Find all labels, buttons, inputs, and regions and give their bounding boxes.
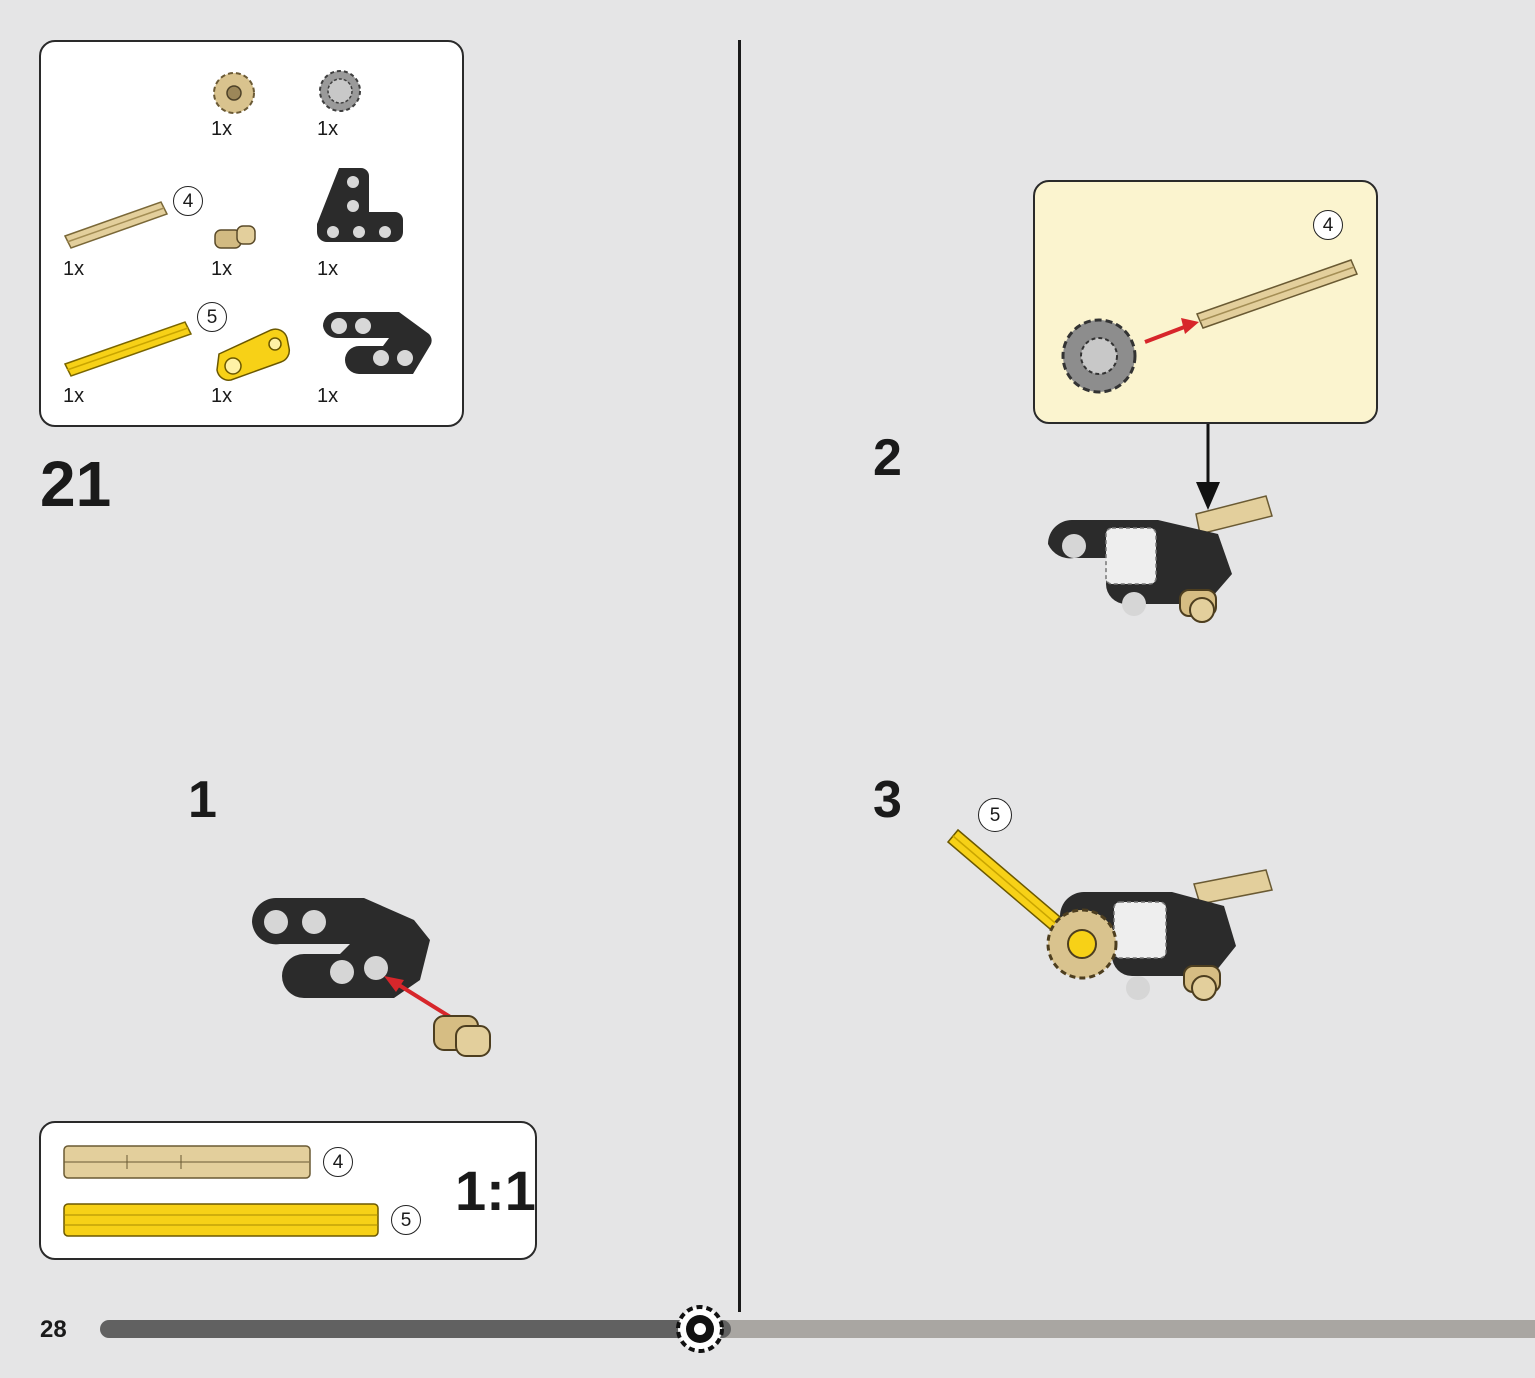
progress-fill [100,1320,731,1338]
substep-1-assembly [252,898,491,1057]
tan-gear-qty: 1x [211,118,233,140]
tan-axle-4-icon [63,201,169,249]
page-number: 28 [40,1316,67,1343]
tan-axle-qty: 1x [63,258,85,280]
axle-length-5-badge: 5 [197,302,227,332]
parts-list-box: 1x 1x 4 1x 1x 1x 5 1x 1x 1x [39,40,464,427]
scale-ratio: 1:1 [455,1159,536,1222]
substep-3-length-5-badge: 5 [978,798,1012,832]
gray-gear-icon [319,70,361,112]
substep-2-assembly [1048,424,1273,623]
yellow-axle-qty: 1x [63,385,85,407]
substep-1-label: 1 [188,771,217,829]
tan-pin-icon [214,225,256,249]
black-t-beam-icon [317,168,403,242]
tan-axle-scale [63,1145,311,1179]
scale-length-4-badge: 4 [323,1147,353,1177]
tan-gear-icon [213,72,255,114]
yellow-axle-5-icon [63,321,193,377]
gray-gear-qty: 1x [317,118,339,140]
substep-3-label: 3 [873,771,902,829]
black-bent-beam-icon [323,312,432,374]
callout-assembly [1061,259,1359,394]
gear-progress-icon [676,1305,724,1353]
substep-3-assembly [946,828,1273,1001]
yellow-axle-scale [63,1203,379,1237]
page-divider [738,40,741,1312]
callout-box: 4 [1033,180,1378,424]
tan-pin-qty: 1x [211,258,233,280]
scale-length-5-badge: 5 [391,1205,421,1235]
yellow-connector-icon [216,328,291,381]
t-beam-qty: 1x [317,258,339,280]
bent-beam-qty: 1x [317,385,339,407]
scale-box: 4 5 1:1 [39,1121,537,1260]
axle-length-4-badge: 4 [173,186,203,216]
progress-track [690,1320,1535,1338]
step-number: 21 [40,448,112,520]
substep-2-label: 2 [873,429,902,487]
callout-length-4-badge: 4 [1313,210,1343,240]
yellow-connector-qty: 1x [211,385,233,407]
